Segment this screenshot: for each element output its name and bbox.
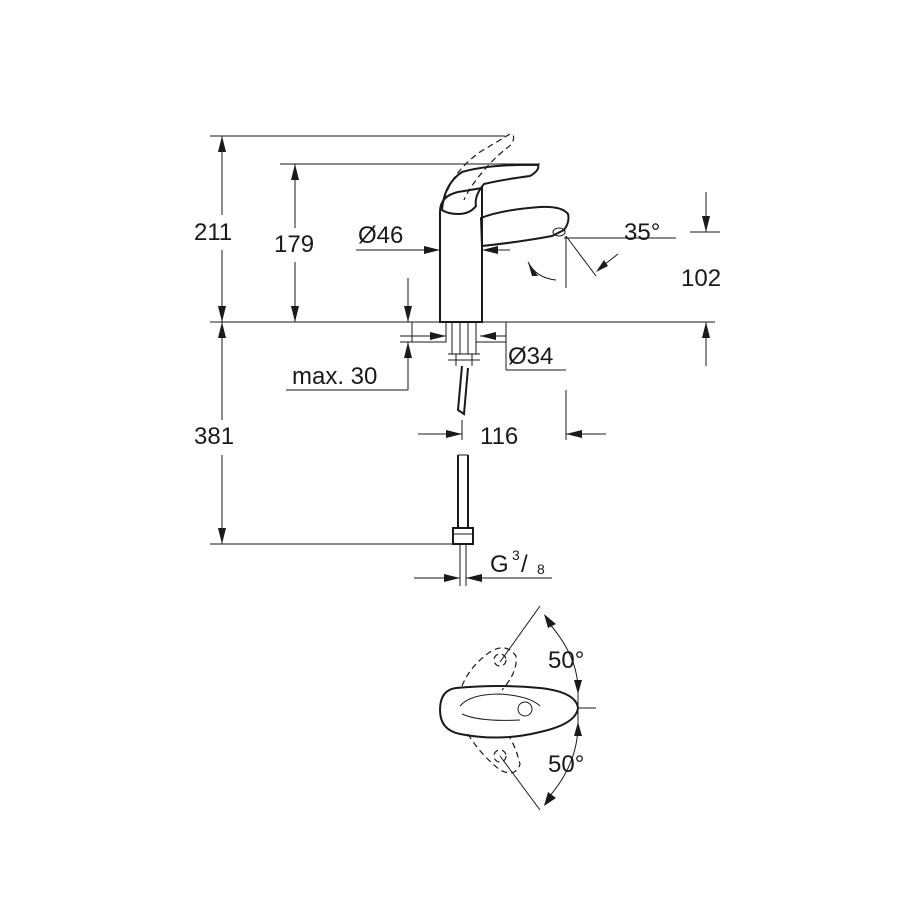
- dim-spout-angle: 35°: [527, 219, 676, 288]
- max-thickness-label: max. 30: [292, 363, 377, 390]
- countertop-section: [411, 321, 507, 343]
- thread-denominator: 8: [537, 561, 545, 577]
- connection-thread-label: G: [490, 551, 509, 578]
- lever-top-outline: [438, 685, 580, 739]
- dim-total-height: 211: [194, 135, 505, 322]
- dim-hose-length: 381: [194, 322, 455, 545]
- thread-numerator: 3: [512, 547, 520, 563]
- spout-reach-height-label: 102: [681, 265, 721, 292]
- lever-angle-upper-label: 50°: [548, 647, 584, 674]
- dim-spout-reach: 116: [418, 390, 606, 450]
- body-diameter-label: Ø46: [358, 222, 403, 249]
- dim-spout-height: 179: [274, 163, 540, 322]
- total-height-label: 211: [194, 219, 232, 246]
- dim-hole-diameter: Ø34: [400, 332, 566, 371]
- spout-reach-label: 116: [480, 423, 518, 450]
- spout-height-label: 179: [274, 231, 314, 258]
- hole-diameter-label: Ø34: [508, 343, 553, 370]
- lever-angle-lower-label: 50°: [548, 751, 584, 778]
- thread-slash: /: [521, 551, 528, 578]
- mounting-shank: [448, 321, 480, 366]
- dim-spout-reach-height: 102: [681, 192, 721, 366]
- hose-length-label: 381: [194, 423, 234, 450]
- top-view: 50° 50°: [438, 605, 596, 811]
- dim-max-thickness: max. 30: [286, 278, 412, 391]
- lever-pivot: [517, 701, 533, 717]
- connection-hose: [452, 365, 474, 586]
- dim-connection-thread: G 3 / 8: [414, 547, 552, 582]
- side-view: 211 179 Ø46 35°: [194, 133, 721, 586]
- spout-angle-label: 35°: [624, 219, 660, 246]
- dim-body-diameter: Ø46: [356, 222, 510, 254]
- faucet-body: [439, 133, 570, 323]
